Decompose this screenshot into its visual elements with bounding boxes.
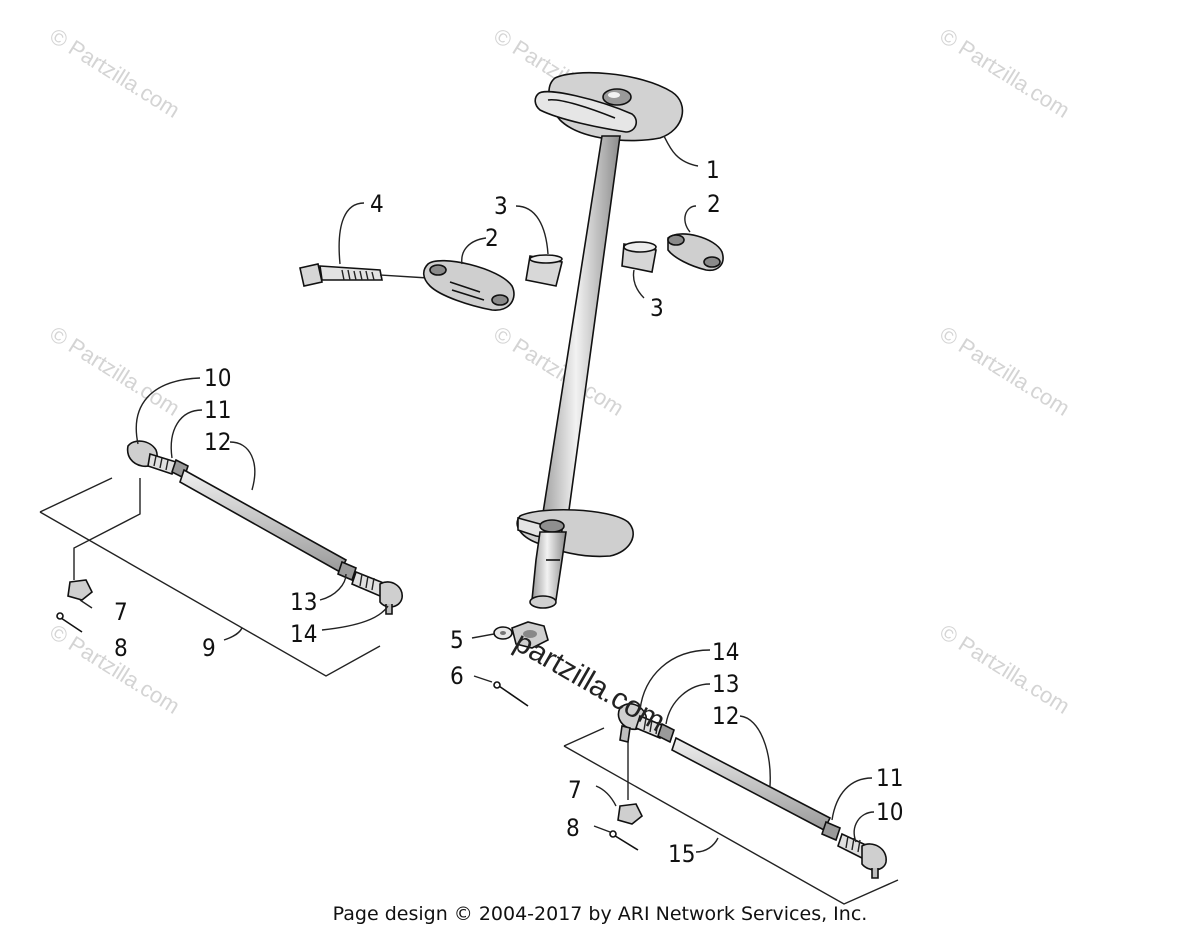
watermark-text: © Partzilla.com	[935, 321, 1074, 421]
watermark-text: © Partzilla.com	[935, 619, 1074, 719]
callout-label: 14	[290, 620, 317, 648]
watermark-text: © Partzilla.com	[45, 321, 184, 421]
nut-washer-pin	[493, 621, 549, 707]
callout-label: 6	[450, 662, 464, 690]
steering-post	[516, 71, 684, 609]
leader-lines	[79, 135, 875, 853]
watermark-group: © Partzilla.com © Partzilla.com © Partzi…	[45, 23, 1074, 719]
bolt	[299, 263, 429, 287]
callout-label: 12	[712, 702, 739, 730]
callout-label: 13	[290, 588, 317, 616]
callout-label: 8	[114, 634, 128, 662]
callout-label: 13	[712, 670, 739, 698]
callout-label: 14	[712, 638, 739, 666]
callout-label: 7	[568, 776, 582, 804]
callout-label: 12	[204, 428, 231, 456]
callout-label: 1	[706, 156, 720, 184]
tie-rod-left	[56, 440, 403, 633]
bushing-left	[525, 254, 563, 287]
callout-label: 10	[876, 798, 903, 826]
watermark-text: © Partzilla.com	[45, 23, 184, 123]
callout-label: 3	[494, 192, 508, 220]
callout-label: 5	[450, 626, 464, 654]
callout-label: 15	[668, 840, 695, 868]
watermark-text: © Partzilla.com	[935, 23, 1074, 123]
callout-labels: 1 2 2 3 3 4 5 6 7 7 8 8 9 10 10 11 11 12…	[114, 156, 903, 868]
bushing-right	[621, 241, 657, 273]
tie-rod-right	[609, 703, 887, 879]
callout-label: 2	[707, 190, 721, 218]
callout-label: 4	[370, 190, 384, 218]
callout-label: 3	[650, 294, 664, 322]
footer-copyright: Page design © 2004-2017 by ARI Network S…	[333, 903, 868, 925]
bushing-holder-right	[667, 233, 724, 272]
watermark-text: © Partzilla.com	[489, 321, 628, 421]
assembly-outline-left	[39, 477, 381, 677]
center-watermark: partzilla.com	[509, 625, 671, 738]
callout-label: 11	[204, 396, 231, 424]
assembly-outline-right	[563, 727, 899, 905]
callout-label: 8	[566, 814, 580, 842]
callout-label: 2	[485, 224, 499, 252]
bushing-holder-left	[422, 259, 515, 311]
callout-label: 10	[204, 364, 231, 392]
callout-label: 9	[202, 634, 216, 662]
callout-label: 11	[876, 764, 903, 792]
callout-label: 7	[114, 598, 128, 626]
